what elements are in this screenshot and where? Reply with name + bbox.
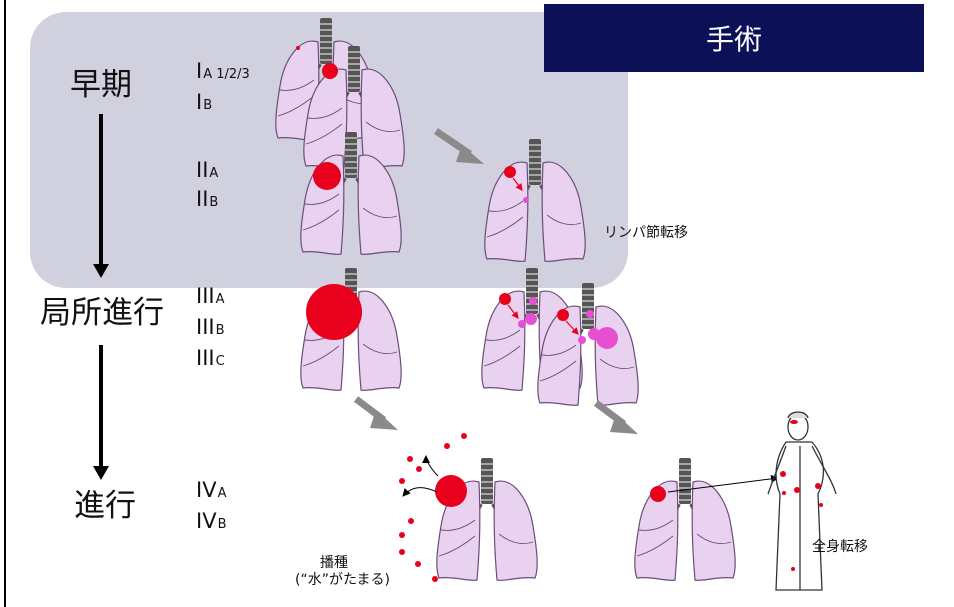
tumor-icon — [435, 475, 467, 507]
tumor-icon — [650, 486, 666, 502]
substage-IB: IB — [196, 92, 212, 113]
tumor-icon — [296, 46, 300, 50]
substage-IIIB: IIIB — [196, 317, 225, 338]
lymph-node-icon — [518, 320, 526, 328]
human-figure-icon — [768, 412, 836, 590]
lymph-node-icon — [529, 297, 537, 305]
stage-label-locally-advanced: 局所進行 — [40, 287, 164, 332]
lymph-node-icon — [523, 197, 529, 203]
systemic-metastasis-label: 全身転移 — [812, 536, 868, 556]
substage-IIA: IIA — [196, 160, 218, 181]
dissemination-note: (“水”がたまる) — [295, 569, 390, 589]
lymph-metastasis-label: リンパ節転移 — [604, 222, 688, 242]
gray-arrow-icon — [436, 131, 484, 164]
substage-IIIC: IIIC — [196, 348, 225, 369]
tumor-icon — [499, 293, 511, 305]
gray-arrow-icon — [596, 403, 638, 434]
lymph-node-icon — [578, 336, 586, 344]
tumor-icon — [557, 309, 569, 321]
tumor-icon — [504, 166, 516, 178]
down-arrow-icon — [93, 345, 109, 480]
substage-IVA: IVA — [196, 480, 226, 501]
tumor-icon — [306, 284, 362, 340]
lymph-node-icon — [525, 313, 537, 325]
substage-IIB: IIB — [196, 189, 218, 210]
stage-label-advanced: 進行 — [74, 480, 136, 525]
tumor-icon — [313, 162, 341, 190]
substage-IA: IA 1/2/3 — [196, 61, 250, 82]
lymph-node-icon — [586, 310, 594, 318]
lymph-node-icon — [596, 327, 618, 349]
substage-IVB: IVB — [196, 511, 226, 532]
substage-IIIA: IIIA — [196, 286, 225, 307]
down-arrow-icon — [93, 114, 109, 278]
tumor-icon — [322, 63, 338, 79]
lung-icon — [635, 458, 735, 580]
lung-icon — [485, 139, 585, 261]
gray-arrow-icon — [356, 399, 398, 430]
stage-label-early: 早期 — [70, 59, 132, 104]
